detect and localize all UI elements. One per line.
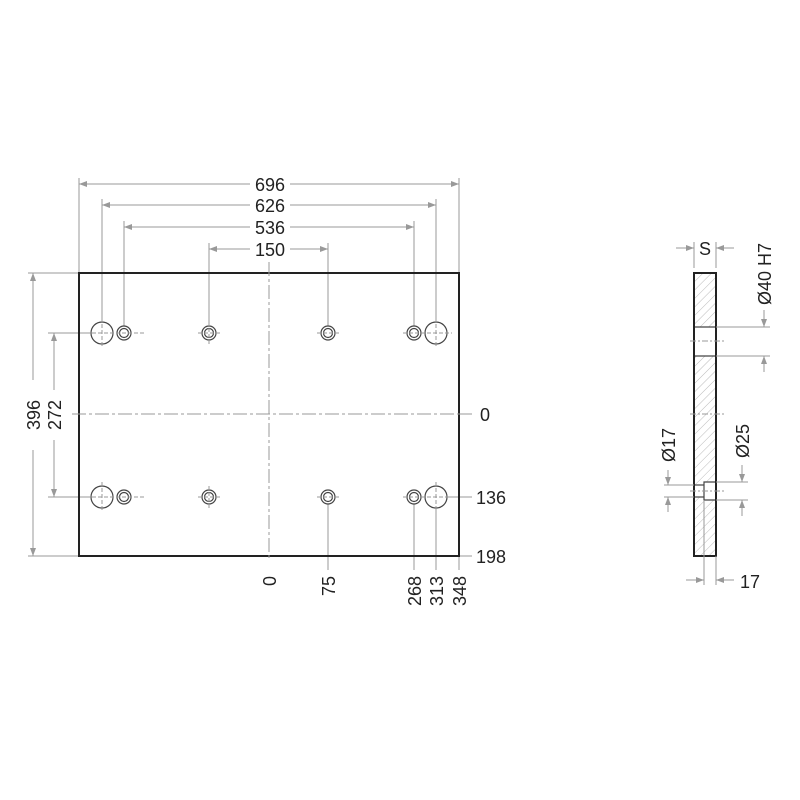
holes (86, 318, 452, 512)
coord-x-0: 0 (260, 576, 280, 586)
counterbore-depth-label: 17 (740, 572, 760, 592)
coord-x-268: 268 (405, 576, 425, 606)
bore-diameter-label: Ø40 H7 (755, 243, 775, 305)
coord-x-75: 75 (319, 576, 339, 596)
extension-lines (28, 178, 472, 570)
coord-y-198: 198 (476, 547, 506, 567)
dimension-lines (30, 181, 459, 556)
dim-inner-small-hole-spacing: 150 (255, 240, 285, 260)
counterbore-diameter-label: Ø25 (733, 424, 753, 458)
front-view: 696 626 536 150 396 272 (24, 175, 506, 606)
thickness-label: S (699, 239, 711, 259)
dim-hole-row-spacing: 272 (45, 400, 65, 430)
through-hole-diameter-label: Ø17 (659, 428, 679, 462)
side-view: S Ø40 H7 Ø17 Ø25 17 (659, 239, 775, 592)
dim-large-hole-spacing: 626 (255, 196, 285, 216)
dim-overall-width: 696 (255, 175, 285, 195)
coord-y-136: 136 (476, 488, 506, 508)
coord-x-313: 313 (427, 576, 447, 606)
side-dimension-lines (664, 242, 770, 585)
dim-outer-small-hole-spacing: 536 (255, 218, 285, 238)
dim-overall-height: 396 (24, 400, 44, 430)
coord-y-0: 0 (480, 405, 490, 425)
coord-x-348: 348 (450, 576, 470, 606)
